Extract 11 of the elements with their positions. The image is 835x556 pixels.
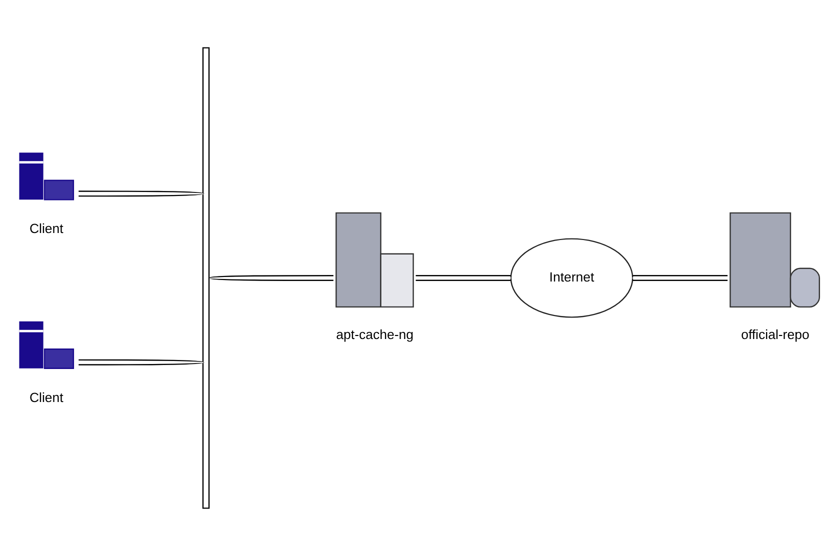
node-ellipse: Internet (510, 238, 634, 318)
connector (78, 190, 204, 197)
node-label: Client (29, 221, 64, 236)
connector (78, 359, 204, 366)
connector (209, 274, 334, 282)
node-label: official-repo (741, 327, 810, 342)
connector (632, 274, 728, 282)
node-bar (202, 47, 210, 509)
connector (416, 274, 511, 282)
node-label: apt-cache-ng (336, 327, 414, 342)
node-label: Client (29, 390, 64, 405)
